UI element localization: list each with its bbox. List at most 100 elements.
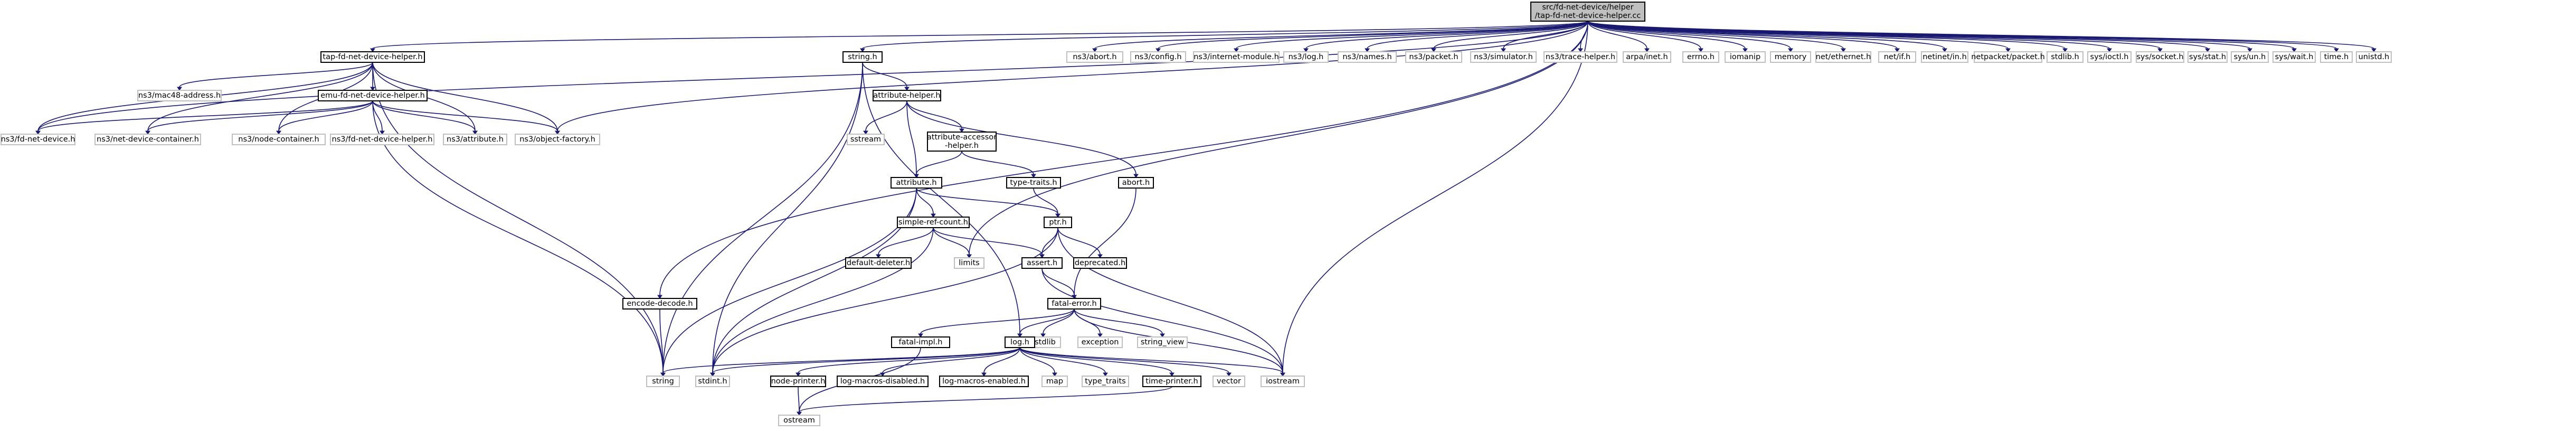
edge-emu-to-attrns3 bbox=[372, 100, 476, 132]
edge-asserth-to-iostream bbox=[1041, 268, 1283, 373]
node-string-h[interactable]: string.h bbox=[842, 51, 883, 63]
node-log-macros-disabled-h[interactable]: log-macros-disabled.h bbox=[837, 376, 929, 387]
arrowhead-root-to-un bbox=[2247, 48, 2252, 52]
node-label: ostream bbox=[783, 416, 815, 425]
node-ns3-simulator-h: ns3/simulator.h bbox=[1470, 51, 1537, 63]
node-type-traits-h[interactable]: type-traits.h bbox=[1006, 177, 1061, 189]
arrowhead-root-to-netif bbox=[1895, 48, 1900, 52]
node-attribute-h[interactable]: attribute.h bbox=[891, 177, 942, 189]
nodes-layer: src/fd-net-device/helper/tap-fd-net-devi… bbox=[1, 2, 2392, 426]
node-box bbox=[1921, 51, 1968, 63]
node-box bbox=[954, 257, 984, 269]
node-tap-fd-net-device-helper-h[interactable]: tap-fd-net-device-helper.h bbox=[320, 51, 425, 63]
node-ptr-h[interactable]: ptr.h bbox=[1044, 217, 1072, 228]
node-node-printer-h[interactable]: node-printer.h bbox=[770, 376, 826, 387]
node-sys-wait-h: sys/wait.h bbox=[2272, 51, 2316, 63]
node-box bbox=[137, 90, 222, 101]
node-label: abort.h bbox=[1122, 179, 1150, 187]
node-label: stdlib.h bbox=[2051, 53, 2079, 61]
node-unistd-h: unistd.h bbox=[2356, 51, 2392, 63]
node-label: ns3/fd-net-device-helper.h bbox=[332, 135, 433, 144]
edge-timeprinter-to-ostream bbox=[799, 386, 1172, 413]
arrowhead-root-to-socket bbox=[2157, 48, 2163, 52]
node-box bbox=[515, 134, 600, 145]
node-fatal-impl-h[interactable]: fatal-impl.h bbox=[891, 336, 950, 348]
arrowhead-attrhelper-to-abort bbox=[1133, 174, 1139, 178]
node-time-printer-h[interactable]: time-printer.h bbox=[1142, 376, 1201, 387]
node-box bbox=[443, 134, 507, 145]
node-box bbox=[1682, 51, 1719, 63]
arrowhead-root-to-unistd bbox=[2371, 48, 2376, 52]
node-deprecated-h[interactable]: deprecated.h bbox=[1073, 257, 1127, 269]
node-default-deleter-h[interactable]: default-deleter.h bbox=[845, 257, 912, 269]
edge-root-to-netether bbox=[1587, 21, 1844, 49]
edge-abort-to-fatalerr bbox=[1074, 188, 1137, 296]
node-box bbox=[897, 217, 970, 228]
node-box bbox=[1044, 217, 1072, 228]
node-box bbox=[1082, 376, 1129, 387]
node-emu-fd-net-device-helper-h[interactable]: emu-fd-net-device-helper.h bbox=[318, 90, 428, 101]
node-log-h[interactable]: log.h bbox=[1005, 336, 1035, 348]
arrowhead-root-to-netinet bbox=[1942, 48, 1947, 52]
node-label: stdint.h bbox=[698, 377, 727, 386]
node-label: vector bbox=[1217, 377, 1241, 386]
edge-tapfdh-to-netdevcont bbox=[147, 62, 373, 132]
node-box bbox=[320, 51, 425, 63]
node-attribute-helper-h[interactable]: attribute-helper.h bbox=[873, 90, 941, 101]
node-label: type-traits.h bbox=[1010, 179, 1057, 187]
edge-root-to-arpa bbox=[1587, 21, 1647, 49]
edge-logh-to-vector bbox=[1019, 347, 1229, 373]
edge-root-to-encode bbox=[659, 21, 1588, 296]
node-arpa-inet-h: arpa/inet.h bbox=[1623, 51, 1671, 63]
node-time-h: time.h bbox=[2320, 51, 2353, 63]
edge-root-to-inetmod bbox=[1236, 21, 1588, 49]
node-label: sys/socket.h bbox=[2136, 53, 2183, 61]
arrowhead-logh-to-logen bbox=[981, 372, 987, 377]
node-label: simple-ref-count.h bbox=[898, 218, 968, 227]
node-label: errno.h bbox=[1687, 53, 1715, 61]
node-box bbox=[330, 134, 434, 145]
node-label: default-deleter.h bbox=[847, 259, 910, 267]
edge-attrhelper-to-sstream bbox=[865, 100, 907, 132]
arrowhead-root-to-netpacket bbox=[2005, 48, 2011, 52]
node-encode-decode-h[interactable]: encode-decode.h bbox=[622, 298, 697, 310]
node-string-view: string_view bbox=[1137, 336, 1188, 348]
arrowhead-logh-to-logdis bbox=[880, 372, 885, 377]
node-sys-ioctl-h: sys/ioctl.h bbox=[2087, 51, 2132, 63]
node-box bbox=[1974, 51, 2042, 63]
edge-root-to-stat bbox=[1587, 21, 2208, 49]
node-box bbox=[695, 376, 730, 387]
edge-attracc-to-typetraits bbox=[961, 151, 1034, 175]
node-label: ns3/attribute.h bbox=[447, 135, 504, 144]
arrowhead-attrhelper-to-attracc bbox=[959, 128, 964, 133]
node-label: log-macros-disabled.h bbox=[840, 377, 925, 386]
edge-attribute-to-stdint bbox=[712, 188, 917, 373]
node-attribute-accessor-helper-h[interactable]: attribute-accessor-helper.h bbox=[927, 132, 997, 152]
node-label: limits bbox=[959, 259, 979, 267]
node-label: assert.h bbox=[1027, 259, 1057, 267]
node-src-fd-net-device-helper-tap-fd-net-device-helper-cc[interactable]: src/fd-net-device/helper/tap-fd-net-devi… bbox=[1530, 2, 1645, 22]
node-label: ns3/config.h bbox=[1134, 53, 1181, 61]
arrowhead-fatalerr-to-fatalimpl bbox=[918, 333, 923, 338]
arrowhead-ptr-to-deprecated bbox=[1097, 254, 1103, 258]
edge-tapfdh-to-string bbox=[372, 62, 664, 373]
node-box bbox=[2231, 51, 2269, 63]
node-box bbox=[1470, 51, 1537, 63]
edge-attrhelper-to-abort bbox=[906, 100, 1137, 175]
edge-attrhelper-to-attracc bbox=[906, 100, 962, 129]
node-abort-h[interactable]: abort.h bbox=[1118, 177, 1154, 189]
node-box bbox=[1213, 376, 1245, 387]
node-label: type_traits bbox=[1085, 377, 1125, 386]
node-stdlib-h: stdlib.h bbox=[2047, 51, 2083, 63]
node-assert-h[interactable]: assert.h bbox=[1021, 257, 1063, 269]
node-box bbox=[778, 415, 820, 426]
node-log-macros-enabled-h[interactable]: log-macros-enabled.h bbox=[939, 376, 1029, 387]
node-box bbox=[770, 376, 826, 387]
node-box bbox=[2356, 51, 2392, 63]
node-fatal-error-h[interactable]: fatal-error.h bbox=[1047, 298, 1101, 310]
arrowhead-fatalerr-to-exception bbox=[1097, 333, 1103, 338]
node-box bbox=[1118, 177, 1154, 189]
node-ns3-object-factory-h: ns3/object-factory.h bbox=[515, 134, 600, 145]
node-simple-ref-count-h[interactable]: simple-ref-count.h bbox=[897, 217, 970, 228]
arrowhead-attrhelper-to-sstream bbox=[863, 130, 868, 135]
